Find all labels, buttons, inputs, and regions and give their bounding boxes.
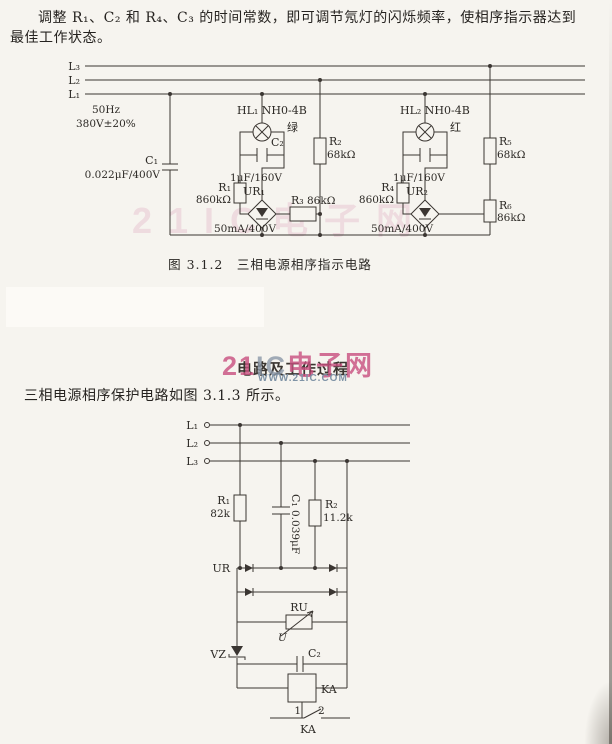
figure-3-1-2-phase-indicator-circuit: L₃ L₂ L₁ 50Hz 380V±20% C₁ 0.022μF/400V H… <box>68 60 585 237</box>
watermark-part-ic: IC <box>256 351 288 381</box>
label-ru-u: U <box>278 632 288 644</box>
label-l2: L₂ <box>186 437 198 450</box>
zener-vz-bar <box>228 654 246 660</box>
figure-3-1-3-phase-protection-circuit: L₁ L₂ L₃ R₁ 82k C₁ 0.039μF R₂ 11.2k UR R… <box>186 419 410 736</box>
zener-vz-icon <box>231 646 243 656</box>
fig1-labels: L₃ L₂ L₁ 50Hz 380V±20% C₁ 0.022μF/400V H… <box>68 60 525 235</box>
lamp-hl1-cross <box>255 125 269 139</box>
label-frequency: 50Hz <box>92 104 121 116</box>
label-r2: R₂ <box>329 135 342 148</box>
bridge-ur2-diode <box>419 208 431 217</box>
fig1-junction-dots <box>168 64 492 237</box>
label-c3-value: 1μF/160V <box>393 172 445 184</box>
fig2-components <box>204 422 338 703</box>
watermark-url: WWW.21IC.COM <box>258 373 348 384</box>
label-bridge2-rating: 50mA/400V <box>371 223 433 235</box>
label-contact-ka: KA <box>300 723 317 736</box>
paragraph-adjust-line2: 最佳工作状态。 <box>10 30 112 46</box>
label-r6-value: 86kΩ <box>497 212 526 224</box>
label-c1: C₁ <box>289 494 302 507</box>
watermark-part-cn: 电子网 <box>287 351 375 381</box>
terminal-l1-icon <box>204 422 210 428</box>
label-vz: VZ <box>209 648 226 661</box>
label-l3: L₃ <box>186 455 198 468</box>
label-hl2: HL₂ NH0-4B <box>400 104 470 117</box>
scan-artifact-patch <box>6 287 264 327</box>
resistor-r5-box <box>483 137 497 165</box>
label-r3: R₃ <box>291 194 304 207</box>
scan-corner-smudge <box>584 680 612 744</box>
paragraph-adjust-line1: 调整 R₁、C₂ 和 R₄、C₃ 的时间常数，即可调节氖灯的闪烁频率，使相序指示… <box>38 10 577 26</box>
terminal-l3-icon <box>204 458 210 464</box>
label-hl1: HL₁ NH0-4B <box>237 104 307 117</box>
resistor-r2-box <box>313 137 327 165</box>
lamp-hl2-cross <box>418 125 432 139</box>
label-c2-value: 1μF/160V <box>230 172 282 184</box>
resistor-r1-box <box>233 182 247 204</box>
label-c2: C₂ <box>271 136 284 149</box>
bridge-ur-diodes <box>245 564 338 596</box>
resistor-r4-box <box>396 182 410 204</box>
label-r6: R₆ <box>499 199 512 212</box>
resistor-r2-box <box>308 499 322 527</box>
label-r4-value: 860kΩ <box>359 194 394 206</box>
fig2-junction-dots <box>238 423 349 570</box>
label-ur: UR <box>212 562 230 575</box>
label-r3-value: 86kΩ <box>307 195 336 207</box>
label-hl1-color: 绿 <box>287 120 298 134</box>
section-heading: 电路及工作过程 <box>237 360 350 378</box>
label-r1-value: 860kΩ <box>196 194 231 206</box>
label-r5-value: 68kΩ <box>497 149 526 161</box>
label-c1-value: 0.039μF <box>289 510 301 554</box>
label-contact-1: 1 <box>294 705 301 717</box>
label-hl2-color: 红 <box>450 121 461 134</box>
fig2-labels: L₁ L₂ L₃ R₁ 82k C₁ 0.039μF R₂ 11.2k UR R… <box>186 419 353 736</box>
resistor-r6-box <box>483 199 497 223</box>
label-ur1: UR₁ <box>243 185 265 198</box>
scan-edge-shadow <box>609 0 612 744</box>
label-r5: R₅ <box>499 135 512 148</box>
figure-1-caption: 图 3.1.2 三相电源相序指示电路 <box>168 257 372 272</box>
label-ru: RU <box>290 601 308 614</box>
watermark-faint: 21IC电子网 <box>132 200 429 241</box>
label-ka: KA <box>321 683 338 696</box>
label-l1: L₁ <box>186 419 198 432</box>
paragraph-protection-intro: 三相电源相序保护电路如图 3.1.3 所示。 <box>24 388 290 404</box>
label-l1: L₁ <box>68 88 80 101</box>
bridge-ur1-diode <box>256 208 268 217</box>
label-l2: L₂ <box>68 74 80 87</box>
label-c1: C₁ <box>145 154 158 167</box>
label-r4: R₄ <box>381 181 394 194</box>
label-r2: R₂ <box>325 498 338 511</box>
watermark-logo: 21IC电子网 <box>222 344 374 383</box>
label-contact-2: 2 <box>318 705 325 717</box>
label-c2: C₂ <box>308 647 321 660</box>
relay-ka-box <box>287 673 317 703</box>
label-l3: L₃ <box>68 60 80 73</box>
label-r1: R₁ <box>218 181 231 194</box>
label-voltage: 380V±20% <box>76 118 136 130</box>
resistor-r3-box <box>289 206 317 222</box>
terminal-l2-icon <box>204 440 210 446</box>
label-ur2: UR₂ <box>406 185 428 198</box>
fig1-components <box>233 122 497 229</box>
label-bridge1-rating: 50mA/400V <box>214 223 276 235</box>
label-r1: R₁ <box>217 494 230 507</box>
label-r1-value: 82k <box>210 508 230 520</box>
label-r2-value: 11.2k <box>323 512 353 524</box>
label-c1-value: 0.022μF/400V <box>85 169 161 181</box>
label-r2-value: 68kΩ <box>327 149 356 161</box>
resistor-r1-box <box>233 494 247 522</box>
varistor-ru-arrow <box>280 610 314 637</box>
watermark-part-21: 21 <box>222 351 257 381</box>
